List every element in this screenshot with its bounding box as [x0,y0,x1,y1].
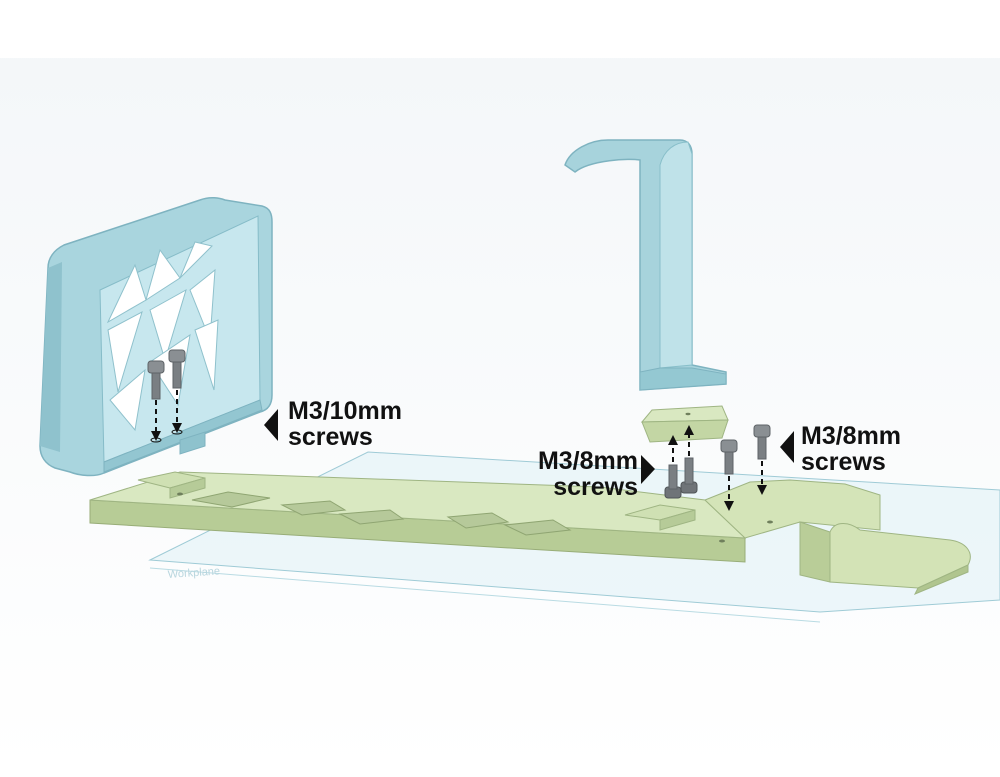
screw-hole [685,412,691,416]
workplane-label: Workplane [167,565,220,581]
top-band [0,0,1000,58]
hook-bracket [564,139,727,391]
screw-icon [168,349,186,389]
target-hole-marker [171,429,183,435]
callout-m3-8mm-right: M3/8mm screws [801,423,901,475]
callout-size-label: M3/8mm [537,447,638,475]
screw-icon [147,360,165,400]
pointer-triangle-icon [641,455,655,484]
base-plate [89,471,971,595]
screw-hole [177,492,183,496]
callout-size-label: M3/8mm [801,422,902,450]
screw-icon [753,424,771,460]
assembly-arrows [151,390,767,511]
pointer-triangle-icon [264,409,278,441]
holder-frame [39,196,273,477]
clamp-block [640,405,729,443]
screws [147,349,771,499]
callout-m3-10mm: M3/10mm screws [288,398,402,450]
callout-size-label: M3/10mm [288,397,402,425]
screw-hole [767,520,773,524]
screw-icon [680,457,698,494]
callout-screws-label: screws [553,473,638,501]
screw-icon [720,439,738,475]
callout-m3-8mm-left: M3/8mm screws [538,448,638,500]
target-hole-marker [150,437,162,443]
callout-screws-label: screws [801,448,886,476]
screw-icon [664,464,682,499]
screw-hole [719,539,725,543]
pointer-triangle-icon [780,431,794,463]
callout-screws-label: screws [288,423,373,451]
